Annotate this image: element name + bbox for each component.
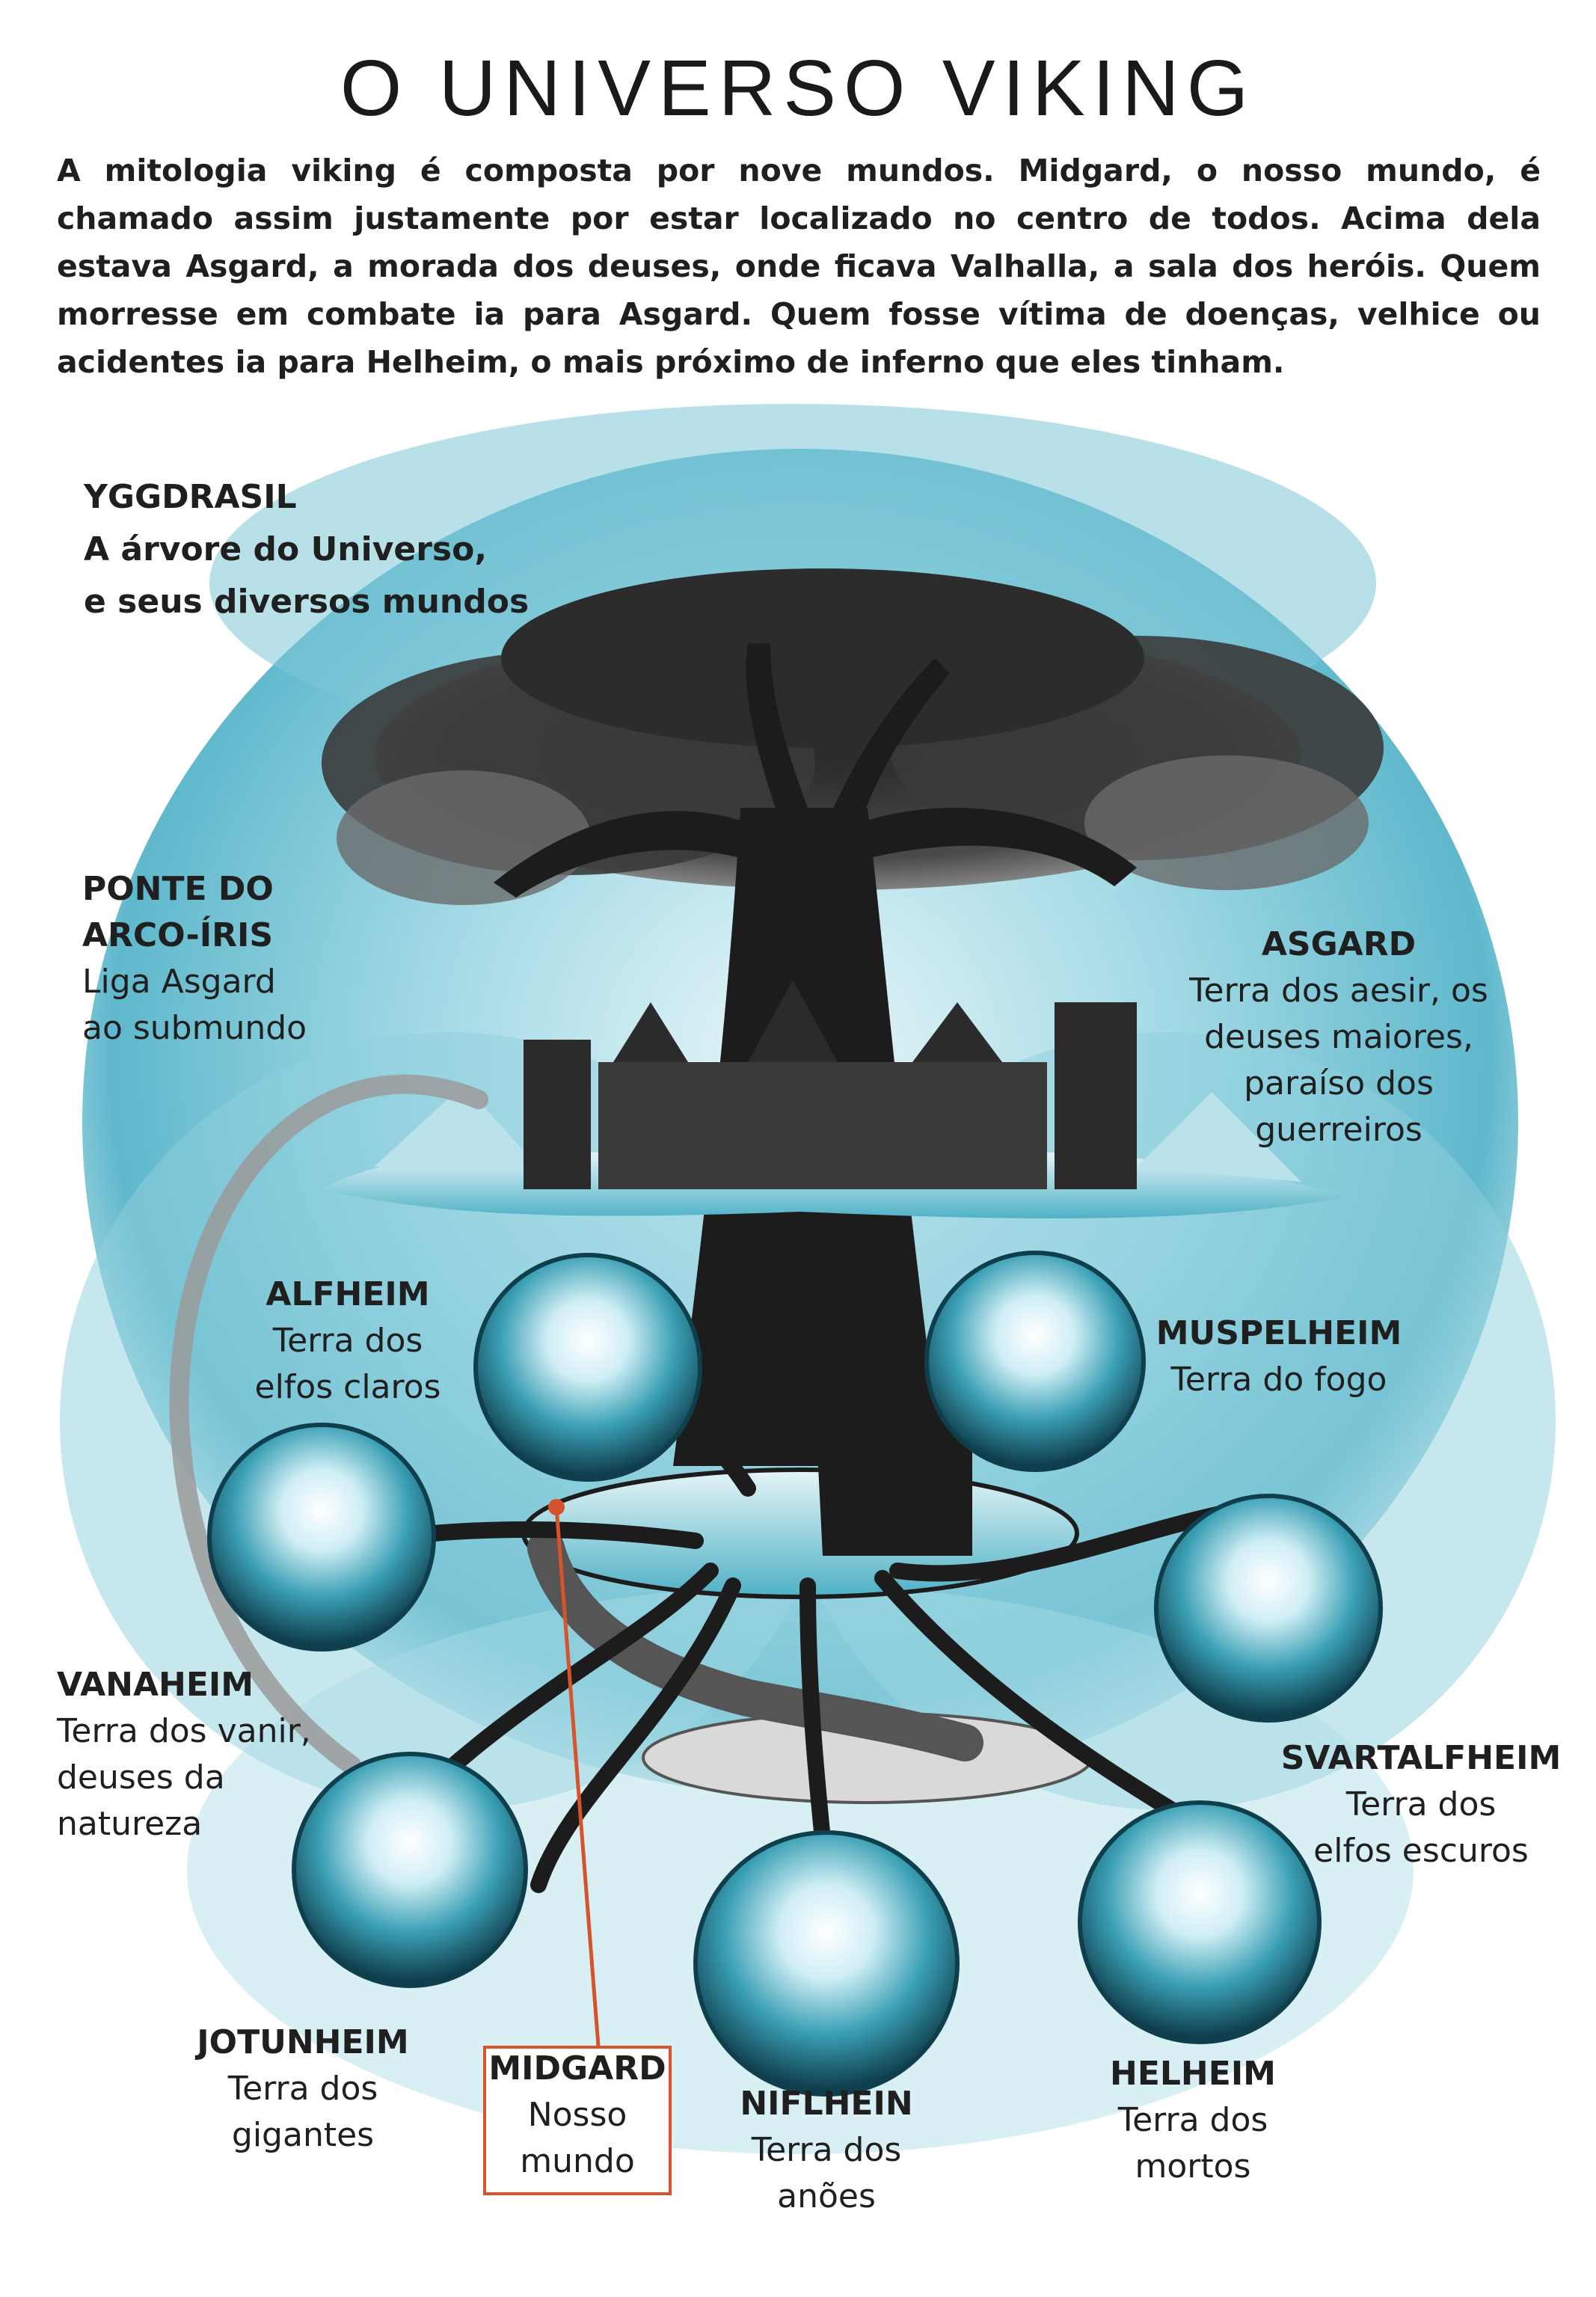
vanaheim-name: VANAHEIM	[57, 1666, 254, 1704]
helheim-sphere	[1078, 1800, 1322, 2044]
midgard-highlight-box	[483, 2046, 672, 2195]
ponte-desc-2: ao submundo	[82, 1009, 307, 1047]
muspelheim-desc-1: Terra do fogo	[1170, 1361, 1387, 1399]
label-yggdrasil: YGGDRASIL A árvore do Universo, e seus d…	[84, 471, 529, 628]
vanaheim-desc-1: Terra dos vanir,	[57, 1712, 311, 1750]
svartalfheim-name: SVARTALFHEIM	[1280, 1739, 1562, 1777]
label-midgard: MIDGARD Nosso mundo	[483, 2046, 672, 2185]
asgard-desc-2: deuses maiores,	[1204, 1018, 1473, 1056]
label-jotunheim: JOTUNHEIM Terra dos gigantes	[179, 2020, 426, 2159]
alfheim-desc-2: elfos claros	[254, 1368, 441, 1406]
yggdrasil-title: YGGDRASIL	[84, 478, 297, 516]
label-alfheim: ALFHEIM Terra dos elfos claros	[247, 1272, 449, 1411]
helheim-desc-1: Terra dos	[1117, 2101, 1268, 2139]
serpent	[527, 1530, 983, 1761]
ponte-name-1: PONTE DO	[82, 870, 274, 908]
intro-paragraph: A mitologia viking é composta por nove m…	[57, 153, 1541, 380]
yggdrasil-illustration	[60, 404, 1556, 2154]
niflhein-sphere	[693, 1830, 960, 2097]
jotunheim-desc-1: Terra dos	[227, 2070, 378, 2108]
midgard-desc-1: Nosso	[527, 2096, 627, 2134]
alfheim-sphere	[473, 1253, 702, 1482]
world-spheres	[207, 1251, 1383, 2097]
yggdrasil-subtitle-2: e seus diversos mundos	[84, 583, 530, 621]
midgard-desc-2: mundo	[520, 2142, 635, 2180]
alfheim-name: ALFHEIM	[266, 1275, 430, 1313]
alfheim-desc-1: Terra dos	[272, 1322, 423, 1360]
ponte-desc-1: Liga Asgard	[82, 963, 276, 1001]
niflhein-desc-1: Terra dos	[751, 2131, 902, 2169]
label-helheim: HELHEIM Terra dos mortos	[1084, 2051, 1301, 2190]
tree-canopy	[322, 568, 1384, 905]
jotunheim-desc-2: gigantes	[231, 2116, 375, 2154]
page-title: O UNIVERSO VIKING	[340, 44, 1256, 132]
asgard-name: ASGARD	[1261, 925, 1417, 963]
niflhein-desc-2: anões	[777, 2177, 876, 2215]
ponte-name-2: ARCO-ÍRIS	[82, 916, 274, 954]
midgard-name: MIDGARD	[488, 2049, 666, 2088]
asgard-castle	[322, 980, 1346, 1218]
label-vanaheim: VANAHEIM Terra dos vanir, deuses da natu…	[57, 1662, 311, 1847]
label-niflhein: NIFLHEIN Terra dos anões	[718, 2081, 935, 2220]
muspelheim-name: MUSPELHEIM	[1155, 1314, 1402, 1352]
label-asgard: ASGARD Terra dos aesir, os deuses maiore…	[1167, 921, 1511, 1153]
midgard-callout-line	[548, 1499, 601, 2046]
jotunheim-name: JOTUNHEIM	[197, 2023, 409, 2061]
svartalfheim-desc-2: elfos escuros	[1313, 1832, 1529, 1870]
helheim-name: HELHEIM	[1110, 2055, 1276, 2093]
label-muspelheim: MUSPELHEIM Terra do fogo	[1152, 1310, 1406, 1403]
label-svartalfheim: SVARTALFHEIM Terra dos elfos escuros	[1271, 1735, 1571, 1874]
rainbow-bridge	[169, 1074, 488, 1775]
vanaheim-desc-3: natureza	[57, 1805, 203, 1843]
muspelheim-sphere	[924, 1251, 1146, 1472]
helheim-desc-2: mortos	[1135, 2147, 1251, 2186]
jotunheim-sphere	[292, 1752, 528, 1988]
asgard-desc-3: paraíso dos guerreiros	[1244, 1064, 1434, 1149]
svartalfheim-sphere	[1154, 1494, 1383, 1723]
svartalfheim-desc-1: Terra dos	[1345, 1785, 1497, 1824]
niflhein-name: NIFLHEIN	[740, 2085, 913, 2123]
vanaheim-desc-2: deuses da	[57, 1758, 225, 1797]
vanaheim-sphere	[207, 1423, 436, 1652]
label-ponte: PONTE DO ARCO-ÍRIS Liga Asgard ao submun…	[82, 866, 307, 1052]
yggdrasil-subtitle-1: A árvore do Universo,	[84, 530, 488, 568]
asgard-desc-1: Terra dos aesir, os	[1189, 972, 1488, 1010]
